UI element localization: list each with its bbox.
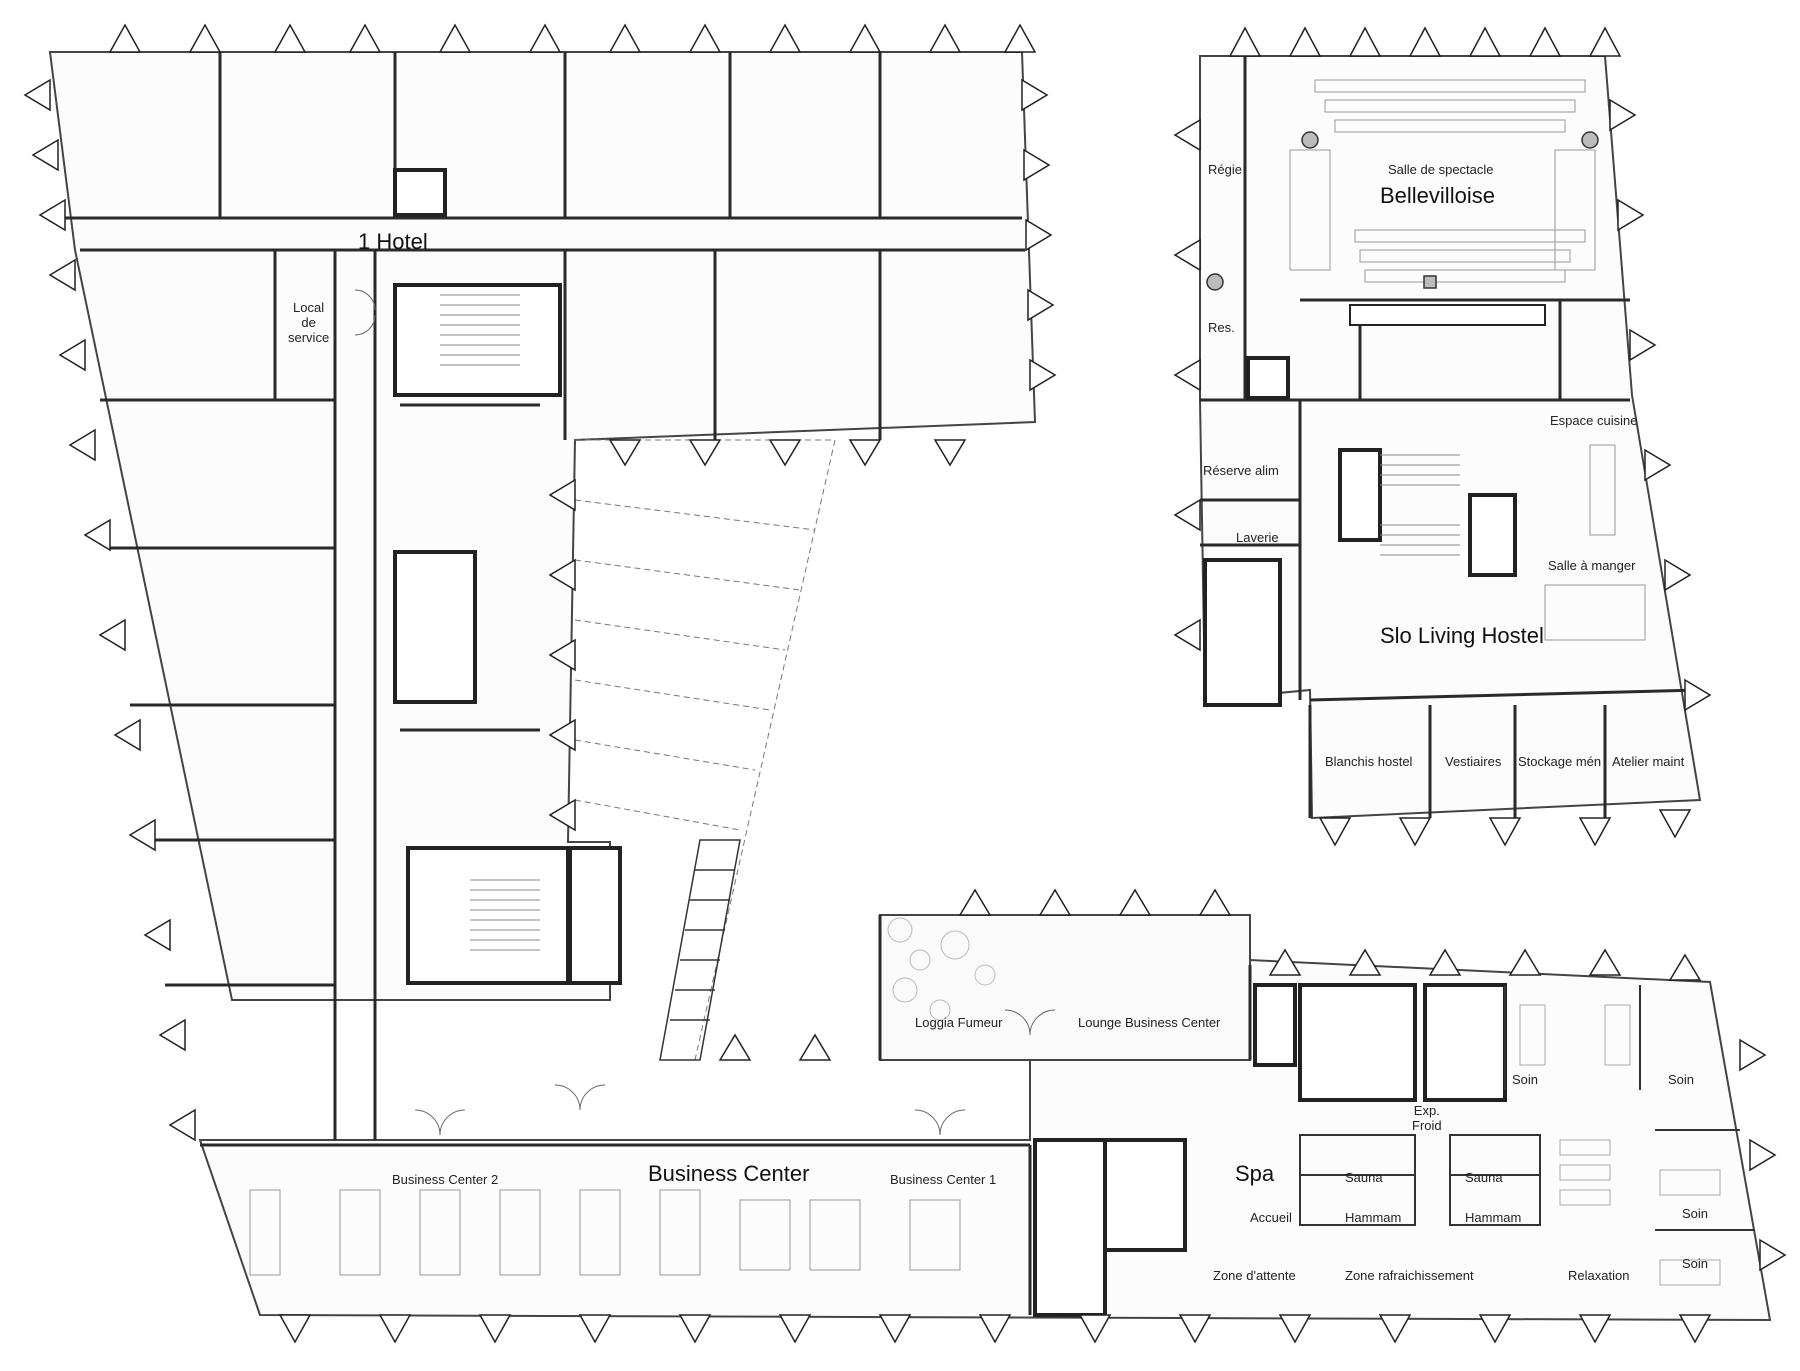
label-exp: Exp. bbox=[1413, 1103, 1440, 1118]
label-espace-cuisine: Espace cuisine bbox=[1550, 413, 1638, 428]
spa-cores bbox=[1033, 983, 1507, 1317]
label-relaxation: Relaxation bbox=[1568, 1268, 1630, 1283]
label-zone-attente: Zone d'attente bbox=[1213, 1268, 1296, 1283]
label-froid: Froid bbox=[1412, 1118, 1442, 1133]
label-stockage: Stockage mén bbox=[1518, 754, 1602, 769]
hotel-stairs bbox=[440, 294, 540, 951]
label-slo-living-hostel: Slo Living Hostel bbox=[1380, 623, 1544, 648]
label-exp-froid: Exp. Froid bbox=[1412, 1103, 1442, 1133]
label-business-center: Business Center bbox=[648, 1161, 810, 1186]
label-soin-2: Soin bbox=[1668, 1072, 1695, 1087]
hostel-cores bbox=[1203, 304, 1546, 707]
label-vestiaires: Vestiaires bbox=[1445, 754, 1502, 769]
label-atelier: Atelier maint bbox=[1612, 754, 1685, 769]
label-salle-manger: Salle à manger bbox=[1548, 558, 1636, 573]
label-regie: Régie bbox=[1208, 162, 1242, 177]
spa-beds bbox=[1519, 1004, 1721, 1286]
label-service: service bbox=[288, 330, 330, 345]
label-laverie: Laverie bbox=[1236, 530, 1279, 545]
label-sauna-1: Sauna bbox=[1345, 1170, 1383, 1185]
label-soin-3: Soin bbox=[1682, 1206, 1709, 1221]
label-soin-1: Soin bbox=[1512, 1072, 1539, 1087]
label-lounge-business: Lounge Business Center bbox=[1078, 1015, 1221, 1030]
courtyard-stair bbox=[659, 839, 741, 1061]
label-sauna-2: Sauna bbox=[1465, 1170, 1503, 1185]
label-accueil: Accueil bbox=[1250, 1210, 1292, 1225]
business-walls bbox=[200, 915, 1252, 1315]
label-spa: Spa bbox=[1235, 1161, 1275, 1186]
label-local-service: Local de service bbox=[288, 300, 329, 345]
label-hammam-2: Hammam bbox=[1465, 1210, 1522, 1225]
label-loggia-fumeur: Loggia Fumeur bbox=[915, 1015, 1003, 1030]
loggia-plants bbox=[887, 917, 996, 1021]
label-business-center-1: Business Center 1 bbox=[890, 1172, 997, 1187]
theatre-columns bbox=[1206, 131, 1599, 291]
label-1-hotel: 1 Hotel bbox=[358, 229, 428, 254]
label-bellevilloise: Bellevilloise bbox=[1380, 183, 1495, 208]
label-blanchis-hostel: Blanchis hostel bbox=[1325, 754, 1413, 769]
label-de: de bbox=[301, 315, 316, 330]
door-swings bbox=[354, 289, 1056, 1136]
hotel-cores bbox=[393, 168, 622, 985]
label-salle-spectacle: Salle de spectacle bbox=[1388, 162, 1494, 177]
label-res: Res. bbox=[1208, 320, 1235, 335]
theatre-seating bbox=[1289, 79, 1596, 283]
label-reserve-alim: Réserve alim bbox=[1203, 463, 1279, 478]
facade-fins bbox=[23, 23, 1787, 1344]
dining-tables bbox=[1544, 444, 1646, 641]
label-hammam-1: Hammam bbox=[1345, 1210, 1402, 1225]
label-zone-rafraichissement: Zone rafraichissement bbox=[1345, 1268, 1474, 1283]
business-tables bbox=[249, 1189, 961, 1276]
label-local: Local bbox=[293, 300, 325, 315]
label-soin-4: Soin bbox=[1682, 1256, 1709, 1271]
label-business-center-2: Business Center 2 bbox=[392, 1172, 499, 1187]
spa-rooms bbox=[1299, 985, 1755, 1231]
hostel-stairs bbox=[1380, 454, 1460, 556]
